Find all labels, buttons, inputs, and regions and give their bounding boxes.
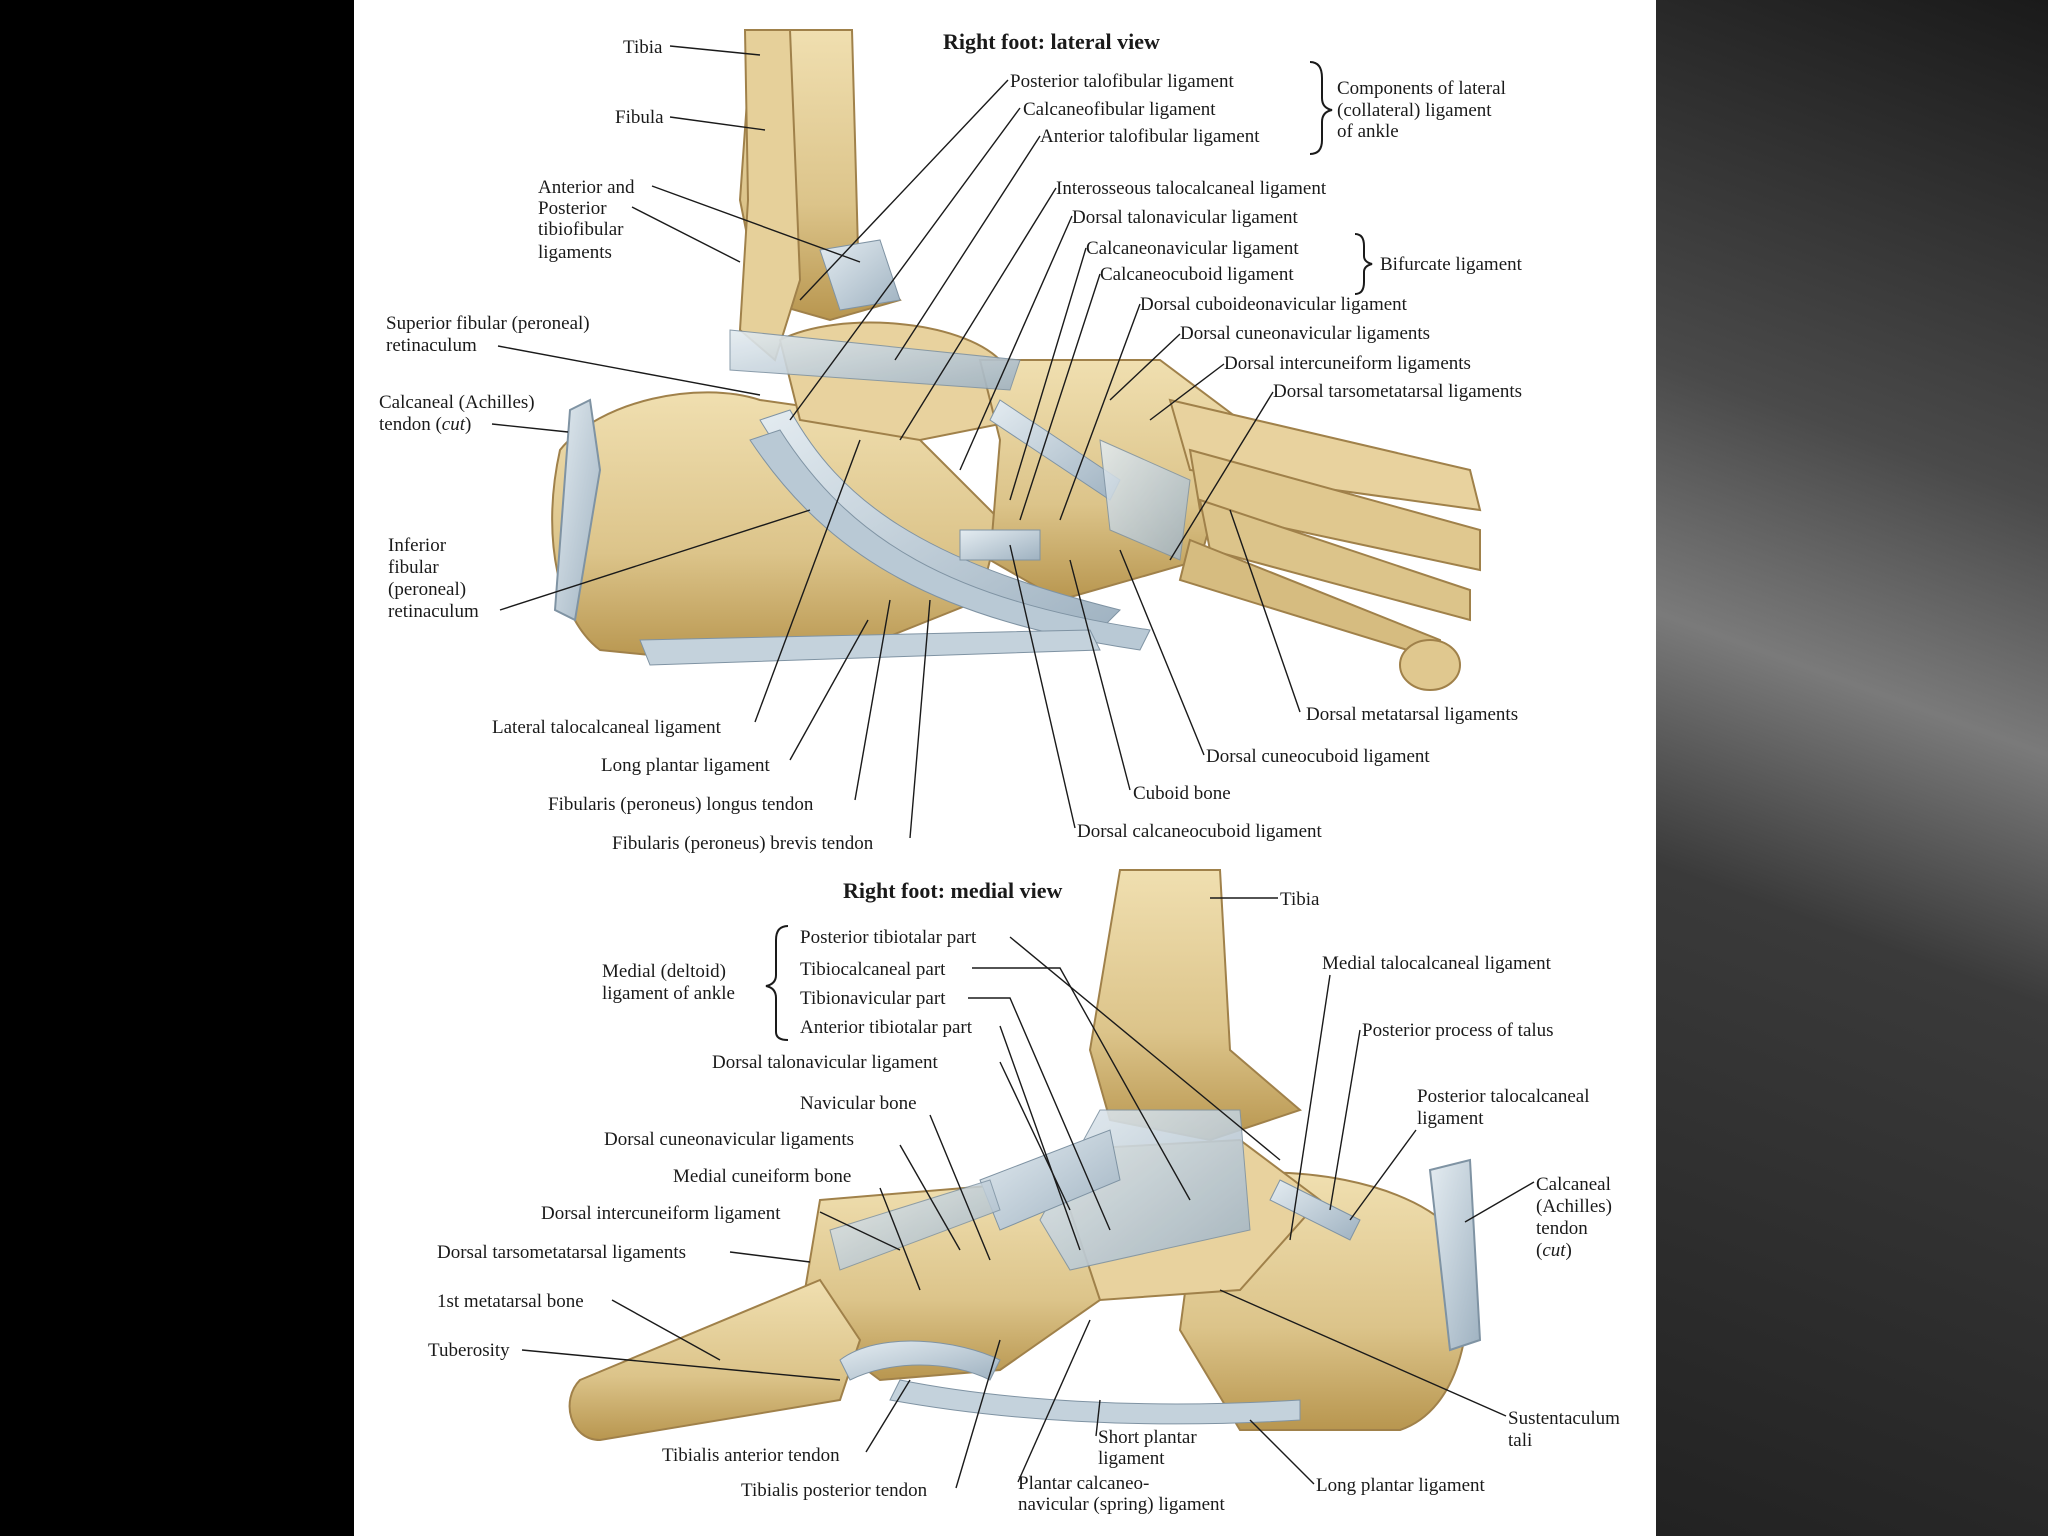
lateral-achilles-shape [553, 398, 602, 622]
label-deltoid-2: ligament of ankle [602, 983, 735, 1004]
label-cuboid-bone: Cuboid bone [1133, 783, 1231, 804]
right-gradient-decoration [1656, 0, 2048, 1536]
label-calcaneonavicular: Calcaneonavicular ligament [1086, 238, 1299, 259]
label-fibularis-longus: Fibularis (peroneus) longus tendon [548, 794, 814, 815]
left-black-margin [0, 0, 354, 1536]
label-achilles-lateral-2: tendon (cut) [379, 414, 471, 435]
label-dorsal-talonavicular-medial: Dorsal talonavicular ligament [712, 1052, 939, 1073]
label-dorsal-intercuneiform-lateral: Dorsal intercuneiform ligaments [1224, 353, 1471, 374]
label-dorsal-talonavicular-lateral: Dorsal talonavicular ligament [1072, 207, 1299, 228]
label-tibiofibular-3: tibiofibular [538, 219, 624, 240]
label-posterior-talofibular: Posterior talofibular ligament [1010, 71, 1234, 92]
label-tibia-medial: Tibia [1280, 889, 1320, 910]
label-tibiofibular-2: Posterior [538, 198, 607, 219]
lateral-view-labels: Right foot: lateral view Tibia Fibula An… [379, 29, 1523, 854]
label-dorsal-cuboideonavicular: Dorsal cuboideonavicular ligament [1140, 294, 1408, 315]
label-dorsal-cuneonavicular-lateral: Dorsal cuneonavicular ligaments [1180, 323, 1430, 344]
label-tibialis-anterior: Tibialis anterior tendon [662, 1445, 840, 1466]
label-lateral-collateral-3: of ankle [1337, 121, 1399, 142]
label-inferior-fibular-retinaculum-1: Inferior [388, 535, 447, 556]
label-tibialis-posterior: Tibialis posterior tendon [741, 1480, 928, 1501]
medial-tibia-shape [1088, 869, 1302, 1142]
label-achilles-medial-3: tendon [1536, 1218, 1588, 1239]
label-dorsal-cuneocuboid: Dorsal cuneocuboid ligament [1206, 746, 1430, 767]
label-dorsal-tarsometatarsal-medial: Dorsal tarsometatarsal ligaments [437, 1242, 686, 1263]
label-lateral-collateral-2: (collateral) ligament [1337, 100, 1492, 121]
medial-first-metatarsal-shape [568, 1278, 862, 1442]
label-anterior-talofibular: Anterior talofibular ligament [1040, 126, 1260, 147]
label-posterior-process-talus: Posterior process of talus [1362, 1020, 1554, 1041]
label-dorsal-metatarsal: Dorsal metatarsal ligaments [1306, 704, 1518, 725]
label-navicular-bone: Navicular bone [800, 1093, 917, 1114]
label-inferior-fibular-retinaculum-3: (peroneal) [388, 579, 466, 600]
medial-view-title: Right foot: medial view [843, 878, 1062, 903]
medial-achilles-shape [1428, 1158, 1482, 1352]
label-posterior-tibiotalar: Posterior tibiotalar part [800, 927, 977, 948]
label-tibiocalcaneal: Tibiocalcaneal part [800, 959, 946, 980]
label-first-metatarsal: 1st metatarsal bone [437, 1291, 584, 1312]
lateral-foot-drawing [551, 29, 1482, 691]
label-sustentaculum-1: Sustentaculum [1508, 1408, 1620, 1429]
lateral-view-title: Right foot: lateral view [943, 29, 1160, 54]
label-posterior-talocalcaneal-2: ligament [1417, 1108, 1484, 1129]
label-short-plantar-1: Short plantar [1098, 1427, 1197, 1448]
label-dorsal-tarsometatarsal-lateral: Dorsal tarsometatarsal ligaments [1273, 381, 1522, 402]
label-superior-fibular-retinaculum-2: retinaculum [386, 335, 477, 356]
label-calcaneocuboid: Calcaneocuboid ligament [1100, 264, 1294, 285]
label-fibula-lateral: Fibula [615, 107, 664, 128]
label-tibiofibular-1: Anterior and [538, 177, 635, 198]
label-short-plantar-2: ligament [1098, 1448, 1165, 1469]
label-fibularis-brevis: Fibularis (peroneus) brevis tendon [612, 833, 874, 854]
medial-foot-drawing [568, 869, 1482, 1442]
label-achilles-lateral-1: Calcaneal (Achilles) [379, 392, 535, 413]
label-medial-cuneiform: Medial cuneiform bone [673, 1166, 851, 1187]
label-inferior-fibular-retinaculum-2: fibular [388, 557, 439, 578]
label-spring-ligament-2: navicular (spring) ligament [1018, 1494, 1226, 1515]
label-anterior-tibiotalar: Anterior tibiotalar part [800, 1017, 973, 1038]
medial-view-labels: Right foot: medial view Tibia Medial (de… [428, 878, 1620, 1515]
label-calcaneofibular: Calcaneofibular ligament [1023, 99, 1216, 120]
label-sustentaculum-2: tali [1508, 1430, 1532, 1451]
label-tibionavicular: Tibionavicular part [800, 988, 946, 1009]
label-inferior-fibular-retinaculum-4: retinaculum [388, 601, 479, 622]
label-achilles-medial-1: Calcaneal [1536, 1174, 1611, 1195]
label-tibiofibular-4: ligaments [538, 242, 612, 263]
label-tuberosity: Tuberosity [428, 1340, 510, 1361]
label-bifurcate-ligament: Bifurcate ligament [1380, 254, 1523, 275]
label-achilles-medial-4: (cut) [1536, 1240, 1572, 1261]
label-lateral-talocalcaneal: Lateral talocalcaneal ligament [492, 717, 722, 738]
label-spring-ligament-1: Plantar calcaneo- [1018, 1473, 1149, 1494]
label-achilles-medial-2: (Achilles) [1536, 1196, 1612, 1217]
label-medial-talocalcaneal: Medial talocalcaneal ligament [1322, 953, 1552, 974]
label-dorsal-intercuneiform-medial: Dorsal intercuneiform ligament [541, 1203, 781, 1224]
label-superior-fibular-retinaculum-1: Superior fibular (peroneal) [386, 313, 590, 334]
lateral-fibula-shape [738, 29, 802, 362]
label-lateral-collateral-1: Components of lateral [1337, 78, 1506, 99]
label-dorsal-calcaneocuboid: Dorsal calcaneocuboid ligament [1077, 821, 1323, 842]
label-tibia-lateral: Tibia [623, 37, 663, 58]
label-deltoid-1: Medial (deltoid) [602, 961, 726, 982]
label-interosseous-talocalcaneal: Interosseous talocalcaneal ligament [1056, 178, 1327, 199]
label-posterior-talocalcaneal-1: Posterior talocalcaneal [1417, 1086, 1590, 1107]
label-long-plantar-medial: Long plantar ligament [1316, 1475, 1486, 1496]
label-long-plantar-lateral: Long plantar ligament [601, 755, 771, 776]
label-dorsal-cuneonavicular-medial: Dorsal cuneonavicular ligaments [604, 1129, 854, 1150]
